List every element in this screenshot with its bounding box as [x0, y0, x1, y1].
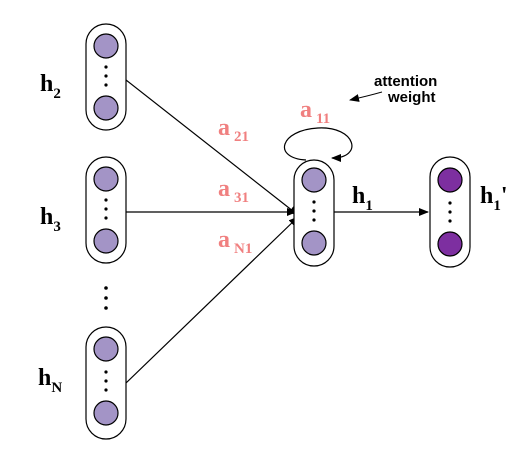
ellipsis-icon [104, 65, 108, 87]
vector-hN [85, 326, 127, 440]
ellipsis-icon [448, 201, 452, 223]
node-circle [93, 228, 119, 254]
node-circle [93, 166, 119, 192]
ellipsis-icon [312, 200, 316, 222]
node-circle [93, 400, 119, 426]
node-circle [93, 336, 119, 362]
label-h1: h1 [352, 183, 373, 214]
node-circle [437, 231, 463, 257]
ellipsis-icon [104, 370, 108, 392]
vector-h1 [293, 159, 335, 267]
node-circle [437, 167, 463, 193]
label-h2: h2 [40, 71, 61, 102]
node-circle [301, 230, 327, 256]
vector-h1-prime [429, 156, 471, 268]
ellipsis-icon [104, 198, 108, 220]
annotation-weight: weight [387, 89, 436, 106]
vector-h3 [85, 156, 127, 264]
annotation-pointer [349, 91, 383, 102]
vector-h2 [85, 23, 127, 131]
node-circle [93, 95, 119, 121]
label-h3: h3 [40, 204, 61, 235]
ellipsis-icon [104, 286, 108, 310]
label-h1-prime: h1' [480, 183, 508, 214]
label-hN: hN [38, 365, 62, 396]
edge-hN-h1 [125, 216, 299, 384]
node-circle [93, 33, 119, 59]
annotation-attention: attention [374, 73, 437, 90]
edge-h2-h1 [125, 79, 299, 216]
edge-self-loop [283, 127, 353, 162]
node-circle [301, 167, 327, 193]
